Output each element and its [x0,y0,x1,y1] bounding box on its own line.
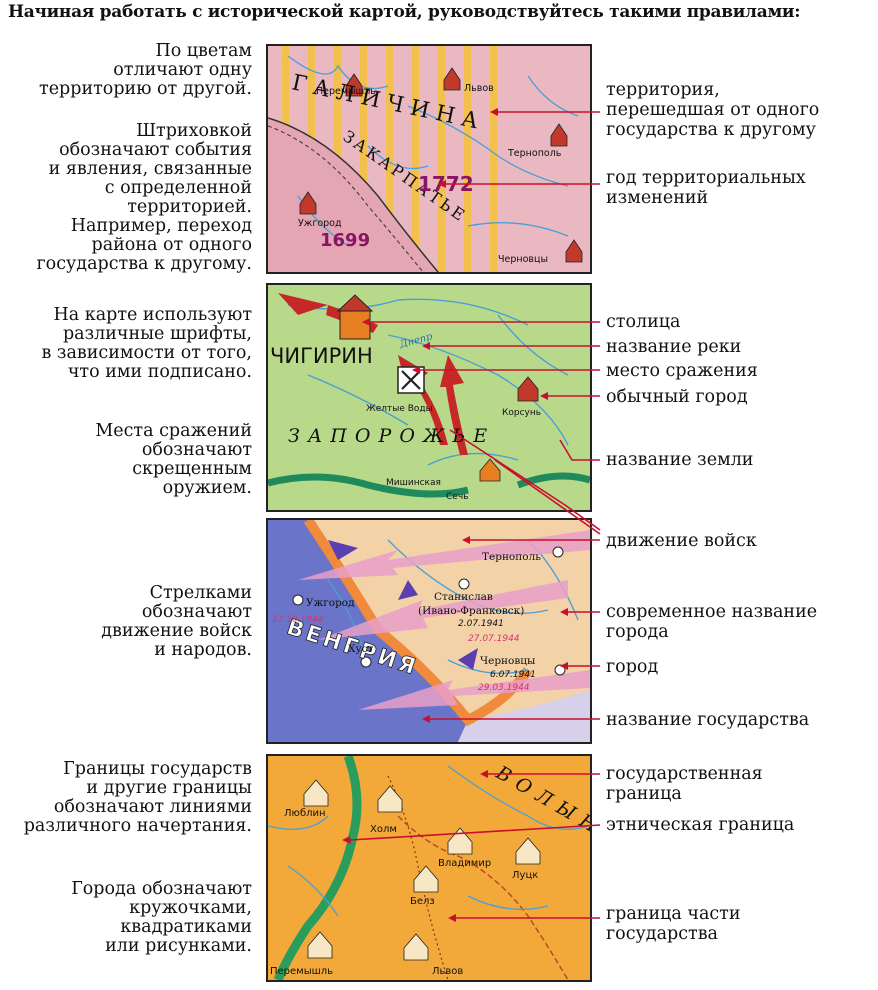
city-chernivtsi-3: Черновцы [480,655,535,667]
label-state-border: государственная граница [606,764,763,804]
city-lutsk: Луцк [512,870,538,881]
label-battle-place: место сражения [606,361,758,381]
ethnic-border [397,815,569,980]
label-ordinary-city: обычный город [606,387,748,407]
river-label: Днепр [398,331,435,351]
year-1772-label: 1772 [418,172,474,196]
border-line [268,117,439,272]
date-1: 27.07.1944 [468,634,520,644]
city-lublin: Люблин [284,808,326,819]
city-korsun: Корсунь [502,408,541,418]
map-volyn: В О Л Ы Н Ь Люблин Холм Владимир Луцк Бе… [266,754,592,982]
city-ternopil: Тернополь [507,148,562,159]
city-stanislav: Станислав [434,591,493,603]
city-sich: Сечь [446,492,468,502]
date-black-2: 6.07.1941 [490,670,536,680]
city-peremyshl: Перемышль [316,86,376,97]
map-chyhyryn-drawing: ЧИГИРИН Днепр З А П О Р О Ж Ь Е Желтые В… [268,293,590,502]
green-state-border [273,756,362,980]
battles-rule-text: Места сражений обозначают скрещенным ору… [95,421,252,498]
map-galicia-drawing: Г А Л И Ч И Н А ЗАКАРПАТЬЕ 1772 1699 Пер… [268,46,590,272]
city-lviv-4: Львов [432,966,463,977]
castle-icons [299,67,583,263]
city-peremyshl-4: Перемышль [270,966,333,977]
city-uzhhorod: Ужгород [298,218,342,229]
label-state-name: название государства [606,710,810,730]
city-chernivtsi: Черновцы [498,254,548,265]
city-ivano-frankivsk: (Ивано-Франковск) [418,605,524,617]
city-volodymyr: Владимир [438,858,491,869]
move-arrow-3 [358,670,590,710]
fonts-rule-text: На карте используют различные шрифты, в … [41,305,253,382]
city-khust: Хуст [348,643,374,655]
label-territory-transfer: территория, перешедшая от одного государ… [606,80,820,140]
purple-arrow-2 [458,648,478,670]
green-border-2 [516,472,590,489]
label-year-change: год территориальных изменений [606,168,806,208]
city-castles [303,779,541,961]
label-ethnic-border: этническая граница [606,815,795,835]
label-troop-movement: движение войск [606,531,757,551]
city-belz: Белз [410,896,435,907]
map-movements-drawing: ВЕНГРИЯ Тернополь Ужгород Станислав (Ива… [268,520,590,742]
city-kholm: Холм [370,824,397,835]
date-2: 27.10.1944 [272,615,324,625]
label-land-name: название земли [606,450,754,470]
label-part-border: граница части государства [606,904,741,944]
capital-label: ЧИГИРИН [270,344,373,368]
map-galicia: Г А Л И Ч И Н А ЗАКАРПАТЬЕ 1772 1699 Пер… [266,44,592,274]
hatching-rule-text: Штриховкой обозначают события и явления,… [36,121,253,274]
label-city: город [606,657,659,677]
page-title: Начиная работать с исторической картой, … [8,2,801,22]
colors-rule-text: По цветам отличают одну территорию от др… [39,41,252,99]
map-volyn-drawing: В О Л Ы Н Ь Люблин Холм Владимир Луцк Бе… [268,756,590,980]
romania-area [458,690,590,742]
city-icon [479,376,539,482]
arrows-rule-text: Стрелками обозначают движение войск и на… [101,583,252,660]
part-border [387,775,449,980]
border-line-2 [268,125,424,272]
year-1699-label: 1699 [320,230,370,251]
zakarpattia-zone [268,118,438,272]
city-uzhhorod-3: Ужгород [306,597,355,609]
move-arrow-1 [298,530,590,580]
green-border [268,473,469,498]
cities-rule-text: Города обозначают кружочками, квадратика… [71,879,252,956]
city-mishinskaya: Мишинская [386,478,441,488]
purple-arrow-3 [398,580,418,600]
land-label: З А П О Р О Ж Ь Е [288,425,488,447]
city-ternopil-3: Тернополь [482,551,541,563]
unstriped-right [498,46,590,272]
date-3: 29.03.1944 [478,683,530,693]
city-lviv: Львов [464,83,494,94]
label-river-name: название реки [606,337,742,357]
battle-icon [397,366,425,394]
date-black-1: 2.07.1941 [458,619,504,629]
purple-arrow-1 [328,540,358,560]
map-movements: ВЕНГРИЯ Тернополь Ужгород Станислав (Ива… [266,518,592,744]
capital-icon [336,294,374,340]
label-modern-city-name: современное название города [606,602,818,642]
map-chyhyryn: ЧИГИРИН Днепр З А П О Р О Ж Ь Е Желтые В… [266,283,592,512]
city-zhovti-vody: Желтые Воды [366,404,433,414]
borders-rule-text: Границы государств и другие границы обоз… [23,759,252,836]
label-capital: столица [606,312,681,332]
move-arrow-2 [318,580,568,640]
